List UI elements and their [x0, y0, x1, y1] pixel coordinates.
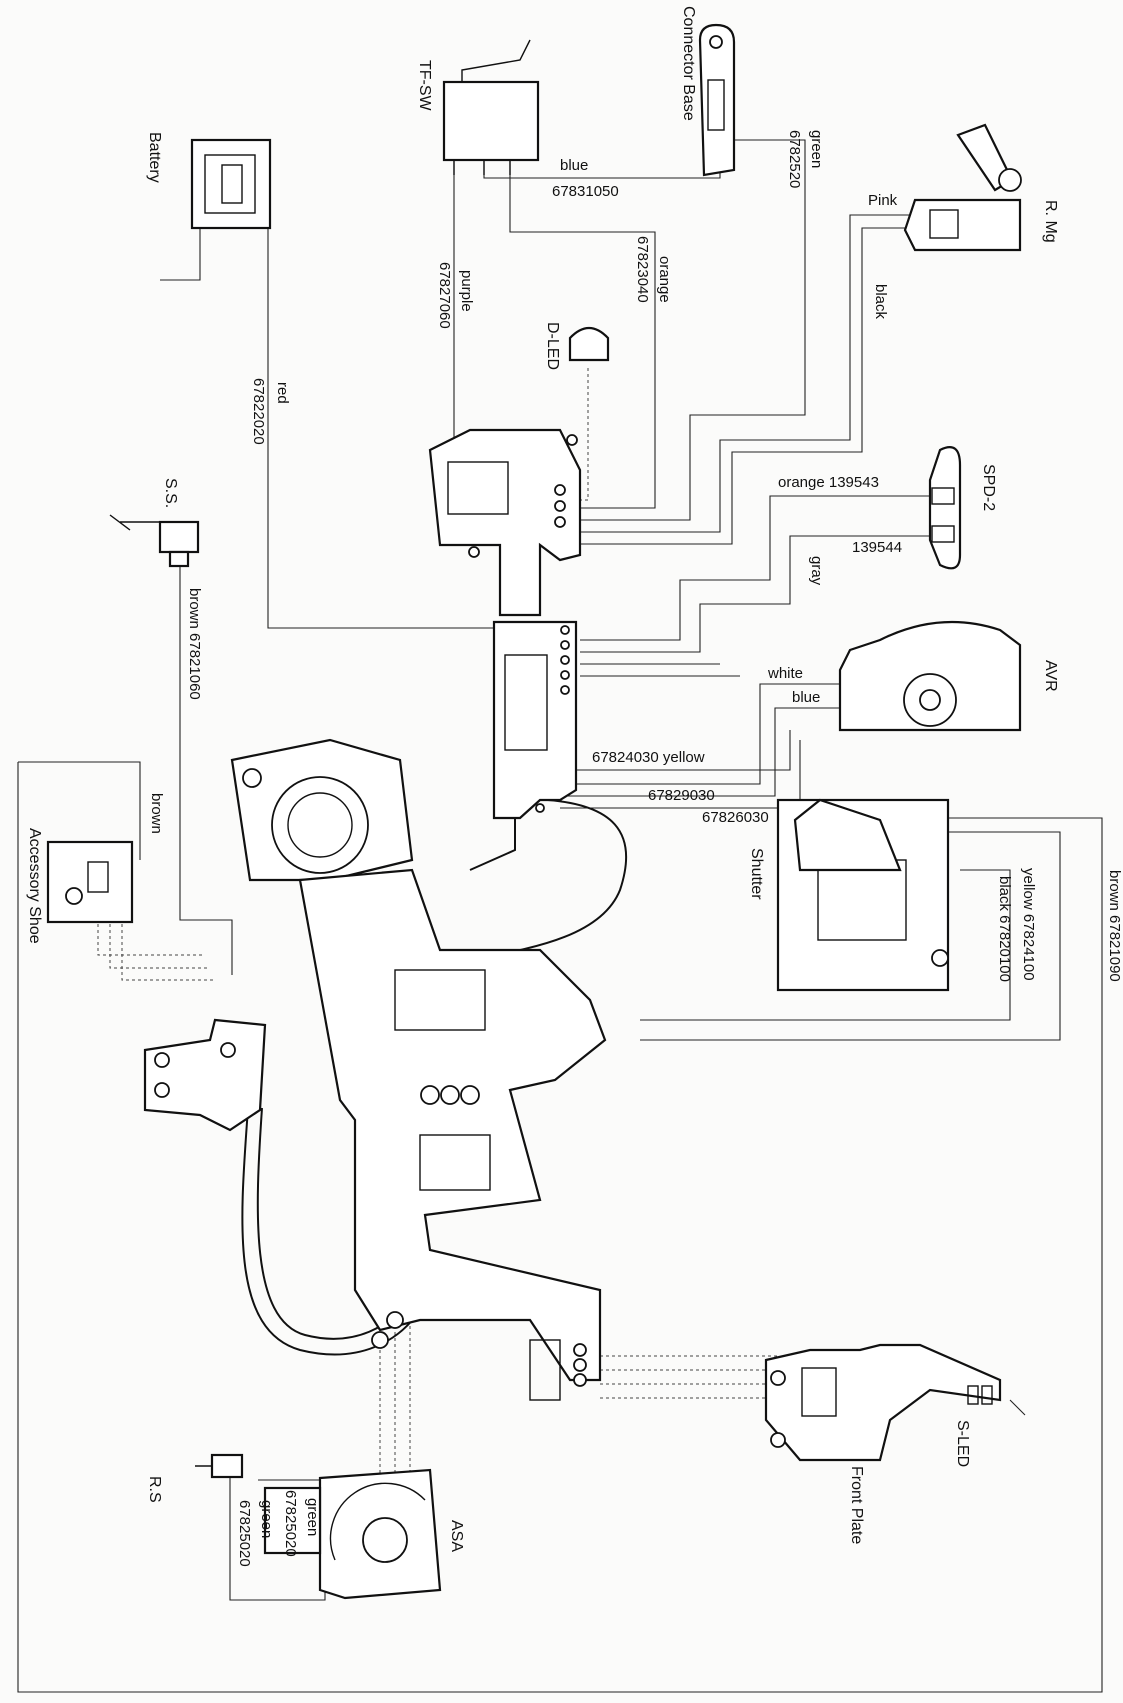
rs-green-wire: [229, 1475, 326, 1601]
code-67829030-label: 67829030: [648, 787, 715, 804]
avr-white-label: white: [767, 665, 803, 682]
green-wire: [580, 139, 806, 521]
shutter-component: [776, 798, 950, 992]
purple-wire-code: 67827060: [436, 262, 453, 329]
red-wire-code: 67822020: [250, 378, 267, 445]
left-side-board: [143, 1018, 267, 1132]
asa-label: ASA: [448, 1520, 465, 1552]
orange-wire-code: 67823040: [634, 236, 651, 303]
avr-blue-wire: [560, 707, 840, 797]
spd-orange-wire: [580, 495, 930, 641]
accessory-shoe-component: [46, 840, 134, 924]
black-wire-label: black: [872, 284, 889, 320]
code-67826030-label: 67826030: [702, 809, 769, 826]
blue-wire-code: 67831050: [552, 183, 619, 200]
rs-label: R.S: [146, 1476, 163, 1503]
outer-frame-wire: [17, 761, 1103, 1693]
shutter-black-label: black 67820100: [996, 876, 1013, 982]
s-led-component: [967, 1385, 993, 1405]
battery-component: [190, 138, 272, 230]
s-led-label: S-LED: [954, 1420, 971, 1467]
spd-orange-label: orange 139543: [778, 474, 879, 491]
flex-cable-left: [241, 1107, 421, 1356]
main-circuit-board: [298, 868, 607, 1401]
upper-circuit-board: [428, 428, 582, 617]
flex-cable-right: [469, 799, 628, 961]
pink-wire: [580, 214, 940, 533]
asa-green1-color: green: [304, 1498, 321, 1536]
r-mg-label: R. Mg: [1042, 200, 1059, 243]
spd-code2-label: 139544: [852, 539, 902, 556]
red-wire-color: red: [274, 382, 291, 404]
ss-brown-wire-label: brown 67821060: [186, 588, 203, 700]
front-plate-component: [764, 1343, 1002, 1462]
purple-wire-color: purple: [458, 270, 475, 312]
acc-brown-label: brown: [148, 793, 165, 834]
accessory-shoe-label: Accessory Shoe: [26, 828, 43, 944]
rs-component: [195, 1453, 244, 1479]
front-plate-label: Front Plate: [848, 1466, 865, 1544]
connector-base-component: [698, 23, 736, 177]
connector-base-label: Connector Base: [680, 6, 697, 121]
wires: [97, 139, 1061, 1601]
spd2-label: SPD-2: [980, 464, 997, 511]
green-wire-code: 6782520: [786, 130, 803, 188]
spd-gray-wire: [580, 535, 930, 653]
flex-connector-block: [492, 620, 578, 820]
shutter-label: Shutter: [748, 848, 765, 900]
s-led-wire: [1009, 1399, 1026, 1416]
asa-component: [263, 1468, 442, 1600]
asa-green2-color: green: [258, 1500, 275, 1538]
asa-green1-code: 67825020: [282, 1490, 299, 1557]
ss-component: [109, 514, 200, 568]
avr-white-wire: [560, 683, 840, 785]
battery-label: Battery: [146, 132, 163, 183]
avr-component: [838, 620, 1022, 732]
tf-sw-component: [442, 39, 540, 175]
red-wire: [267, 172, 502, 629]
asa-dotted-wires: [379, 1320, 411, 1490]
tf-sw-label: TF-SW: [416, 60, 433, 112]
shutter-yellow-label: yellow 67824100: [1020, 868, 1037, 981]
ss-label: S.S.: [162, 478, 179, 508]
pink-wire-label: Pink: [868, 192, 898, 209]
shutter-black-wire: [640, 869, 1011, 1021]
blue-wire: [483, 160, 721, 179]
yellow-wire: [545, 730, 791, 771]
green-wire-color: green: [808, 130, 825, 168]
front-plate-wires: [600, 1355, 780, 1399]
r-mg-component: [903, 123, 1022, 252]
avr-blue-label: blue: [792, 689, 820, 706]
ss-brown-wire: [179, 565, 233, 975]
avr-label: AVR: [1042, 660, 1059, 692]
asa-green2-code: 67825020: [236, 1500, 253, 1567]
blue-wire-color: blue: [560, 157, 588, 174]
brown-outer-label: brown 67821090: [1106, 870, 1123, 982]
spd2-component: [928, 446, 962, 570]
battery-ground-wire: [160, 228, 201, 281]
lens-board: [230, 738, 414, 882]
black-wire: [580, 227, 940, 545]
orange-wire-color: orange: [656, 256, 673, 303]
gray-wire-label: gray: [808, 556, 825, 586]
d-led-label: D-LED: [544, 322, 561, 370]
orange-wire: [509, 160, 656, 509]
yellow-main-label: 67824030 yellow: [592, 749, 705, 766]
d-led-component: [568, 326, 610, 362]
shutter-yellow-wire: [640, 831, 1061, 1041]
